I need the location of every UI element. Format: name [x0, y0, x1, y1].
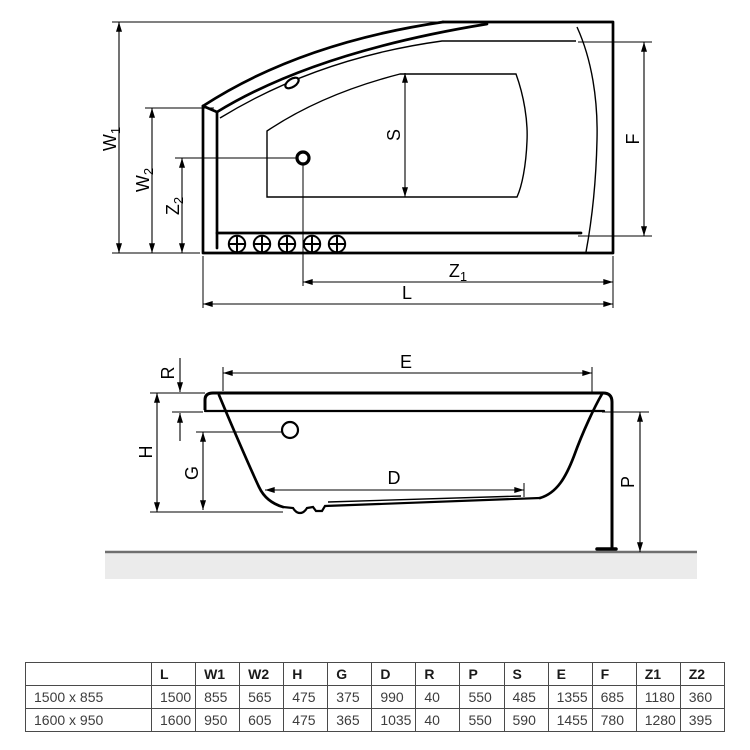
- table-cell: 590: [503, 708, 549, 732]
- table-row: 1600 x 950 1600 950 605 475 365 1035 40 …: [25, 708, 726, 732]
- dim-label-z1: Z1: [449, 261, 467, 284]
- col-header-z1: Z1: [635, 662, 681, 686]
- tub-inner-curve: [215, 22, 489, 114]
- top-view-extension-lines: [112, 21, 652, 308]
- dim-label-h: H: [136, 446, 156, 459]
- row-size-label: 1500 x 855: [25, 685, 152, 709]
- dim-label-l: L: [402, 283, 412, 303]
- jet-icon: [277, 234, 297, 254]
- rim-inner-edge: [219, 40, 576, 119]
- jet-icon: [252, 234, 272, 254]
- dim-label-z2: Z2: [163, 197, 186, 215]
- dim-label-d: D: [388, 468, 401, 488]
- dim-label-w2: W2: [133, 168, 156, 192]
- col-header-w2: W2: [239, 662, 285, 686]
- table-cell: 1500: [150, 685, 197, 709]
- table-cell: 1355: [547, 685, 593, 709]
- jet-icon: [327, 234, 347, 254]
- jet-icon: [227, 234, 247, 254]
- tub-bottom-inner: [327, 495, 522, 503]
- table-cell: 40: [415, 708, 461, 732]
- table-cell: 685: [591, 685, 637, 709]
- rim-inner-edge-right: [576, 26, 598, 253]
- table-cell: 475: [283, 708, 329, 732]
- table-cell: 375: [327, 685, 373, 709]
- dim-label-s: S: [384, 129, 404, 141]
- col-header-h: H: [283, 662, 329, 686]
- bathtub-technical-drawing: W1 W2 Z2 S F Z1 L: [100, 20, 697, 579]
- left-inner-wall: [217, 393, 285, 509]
- jet-icon: [302, 234, 322, 254]
- col-header-z2: Z2: [679, 662, 726, 686]
- col-header-l: L: [150, 662, 197, 686]
- dimensions-table: L W1 W2 H G D R P S E F Z1 Z2 1500 x 855…: [25, 662, 726, 732]
- table-cell: 855: [195, 685, 241, 709]
- basin-outline: [266, 73, 528, 198]
- drain-icon: [295, 150, 311, 166]
- ground: [105, 553, 697, 579]
- col-header-r: R: [415, 662, 461, 686]
- table-cell: 395: [679, 708, 726, 732]
- col-header-size: [25, 662, 152, 686]
- table-cell: 550: [459, 685, 505, 709]
- table-cell: 1280: [635, 708, 681, 732]
- table-cell: 475: [283, 685, 329, 709]
- table-cell: 605: [239, 708, 285, 732]
- right-inner-wall: [538, 392, 604, 500]
- table-cell: 565: [239, 685, 285, 709]
- overflow-icon: [284, 76, 300, 90]
- table-cell: 1035: [371, 708, 417, 732]
- table-cell: 780: [591, 708, 637, 732]
- table-cell: 990: [371, 685, 417, 709]
- dim-label-p: P: [618, 476, 638, 488]
- table-row: 1500 x 855 1500 855 565 475 375 990 40 5…: [25, 685, 726, 709]
- side-view-dimension-lines: [154, 358, 643, 553]
- table-cell: 1455: [547, 708, 593, 732]
- tub-bottom-outer: [281, 496, 542, 515]
- table-cell: 365: [327, 708, 373, 732]
- tub-outline-top: [201, 20, 615, 255]
- dim-label-g: G: [182, 466, 202, 480]
- dim-label-e: E: [400, 352, 412, 372]
- col-header-s: S: [503, 662, 549, 686]
- table-cell: 1600: [150, 708, 197, 732]
- top-view: W1 W2 Z2 S F Z1 L: [100, 20, 652, 308]
- tub-profile-side: [203, 391, 618, 551]
- col-header-f: F: [591, 662, 637, 686]
- table-header-row: L W1 W2 H G D R P S E F Z1 Z2: [25, 662, 726, 686]
- side-view: E R H G D P: [105, 352, 697, 579]
- rim-and-apron-edge: [203, 391, 614, 548]
- table-cell: 1180: [635, 685, 681, 709]
- rim-panel-top: [201, 104, 219, 114]
- dim-label-r: R: [158, 367, 178, 380]
- overflow-hole-icon: [280, 420, 300, 440]
- table-cell: 485: [503, 685, 549, 709]
- row-size-label: 1600 x 950: [25, 708, 152, 732]
- tub-outer-edge: [201, 20, 615, 255]
- dim-label-f: F: [623, 134, 643, 145]
- table-cell: 950: [195, 708, 241, 732]
- jet-icons: [227, 234, 347, 254]
- col-header-e: E: [547, 662, 593, 686]
- top-view-dimension-lines: [116, 21, 647, 307]
- tub-outer-curve: [201, 20, 445, 108]
- col-header-d: D: [371, 662, 417, 686]
- dim-label-w1: W1: [100, 127, 123, 151]
- table-cell: 550: [459, 708, 505, 732]
- table-cell: 40: [415, 685, 461, 709]
- col-header-p: P: [459, 662, 505, 686]
- col-header-w1: W1: [195, 662, 241, 686]
- col-header-g: G: [327, 662, 373, 686]
- table-cell: 360: [679, 685, 726, 709]
